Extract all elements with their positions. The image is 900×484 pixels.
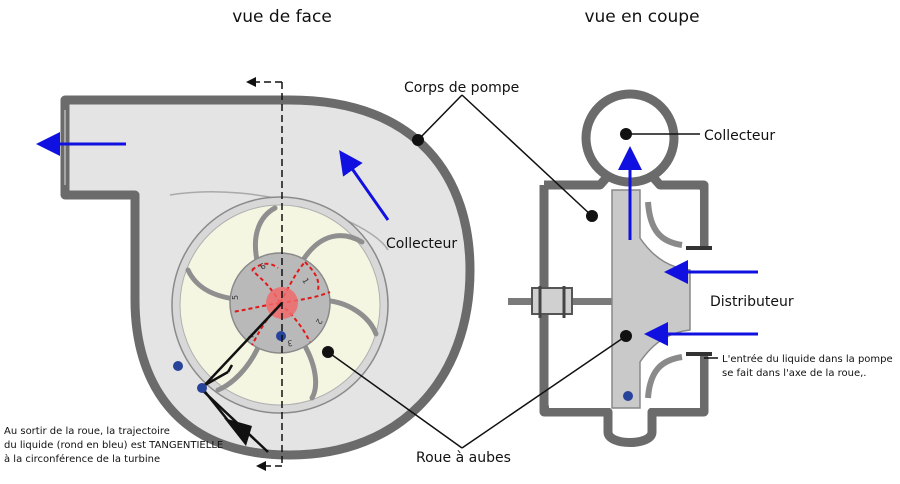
label-collecteur-front: Collecteur <box>386 236 457 252</box>
dot-roue-front <box>322 346 334 358</box>
impeller-section <box>611 189 691 409</box>
label-corps-de-pompe: Corps de pompe <box>404 80 519 96</box>
blade-number-3: 3 <box>287 338 294 348</box>
shaft-coupling <box>531 287 573 315</box>
collector-flow-arrow <box>339 150 390 221</box>
note-inlet: L'entrée du liquide dans la pompe se fai… <box>722 353 893 379</box>
particle-section <box>623 391 633 401</box>
note-tangent: Au sortir de la roue, la trajectoire du … <box>4 426 223 465</box>
note-inlet-line-2: se fait dans l'axe de la roue,. <box>722 368 867 379</box>
note-tangent-line-1: Au sortir de la roue, la trajectoire <box>4 426 170 437</box>
blade-number-2: 2 <box>314 317 324 326</box>
note-tangent-line-2: du liquide (rond en bleu) est TANGENTIEL… <box>4 440 223 451</box>
title-front-view: vue de face <box>232 7 332 27</box>
blade-number-1: 1 <box>300 277 310 286</box>
dot-roue-section <box>620 330 632 342</box>
front-view: 1 2 3 4 5 6 <box>36 77 475 471</box>
leader-lines <box>327 94 718 449</box>
dashed-flow-paths <box>231 261 331 346</box>
particle-outlet <box>197 383 207 393</box>
dot-collecteur-section <box>620 128 632 140</box>
title-section-view: vue en coupe <box>584 7 699 27</box>
dot-corps-front <box>412 134 424 146</box>
blade-number-6: 6 <box>259 261 268 271</box>
blade-number-5: 5 <box>231 295 240 300</box>
label-distributeur: Distributeur <box>710 294 794 310</box>
particle-hub <box>276 331 286 341</box>
particle-edge <box>173 361 183 371</box>
note-inlet-line-1: L'entrée du liquide dans la pompe <box>722 353 893 365</box>
note-tangent-line-3: à la circonférence de la turbine <box>4 453 160 465</box>
section-view <box>508 89 758 447</box>
label-roue-a-aubes: Roue à aubes <box>416 450 511 466</box>
dot-corps-section <box>586 210 598 222</box>
pump-body <box>539 173 709 447</box>
tangent-arrow-head <box>224 418 252 446</box>
label-collecteur-section: Collecteur <box>704 128 775 144</box>
